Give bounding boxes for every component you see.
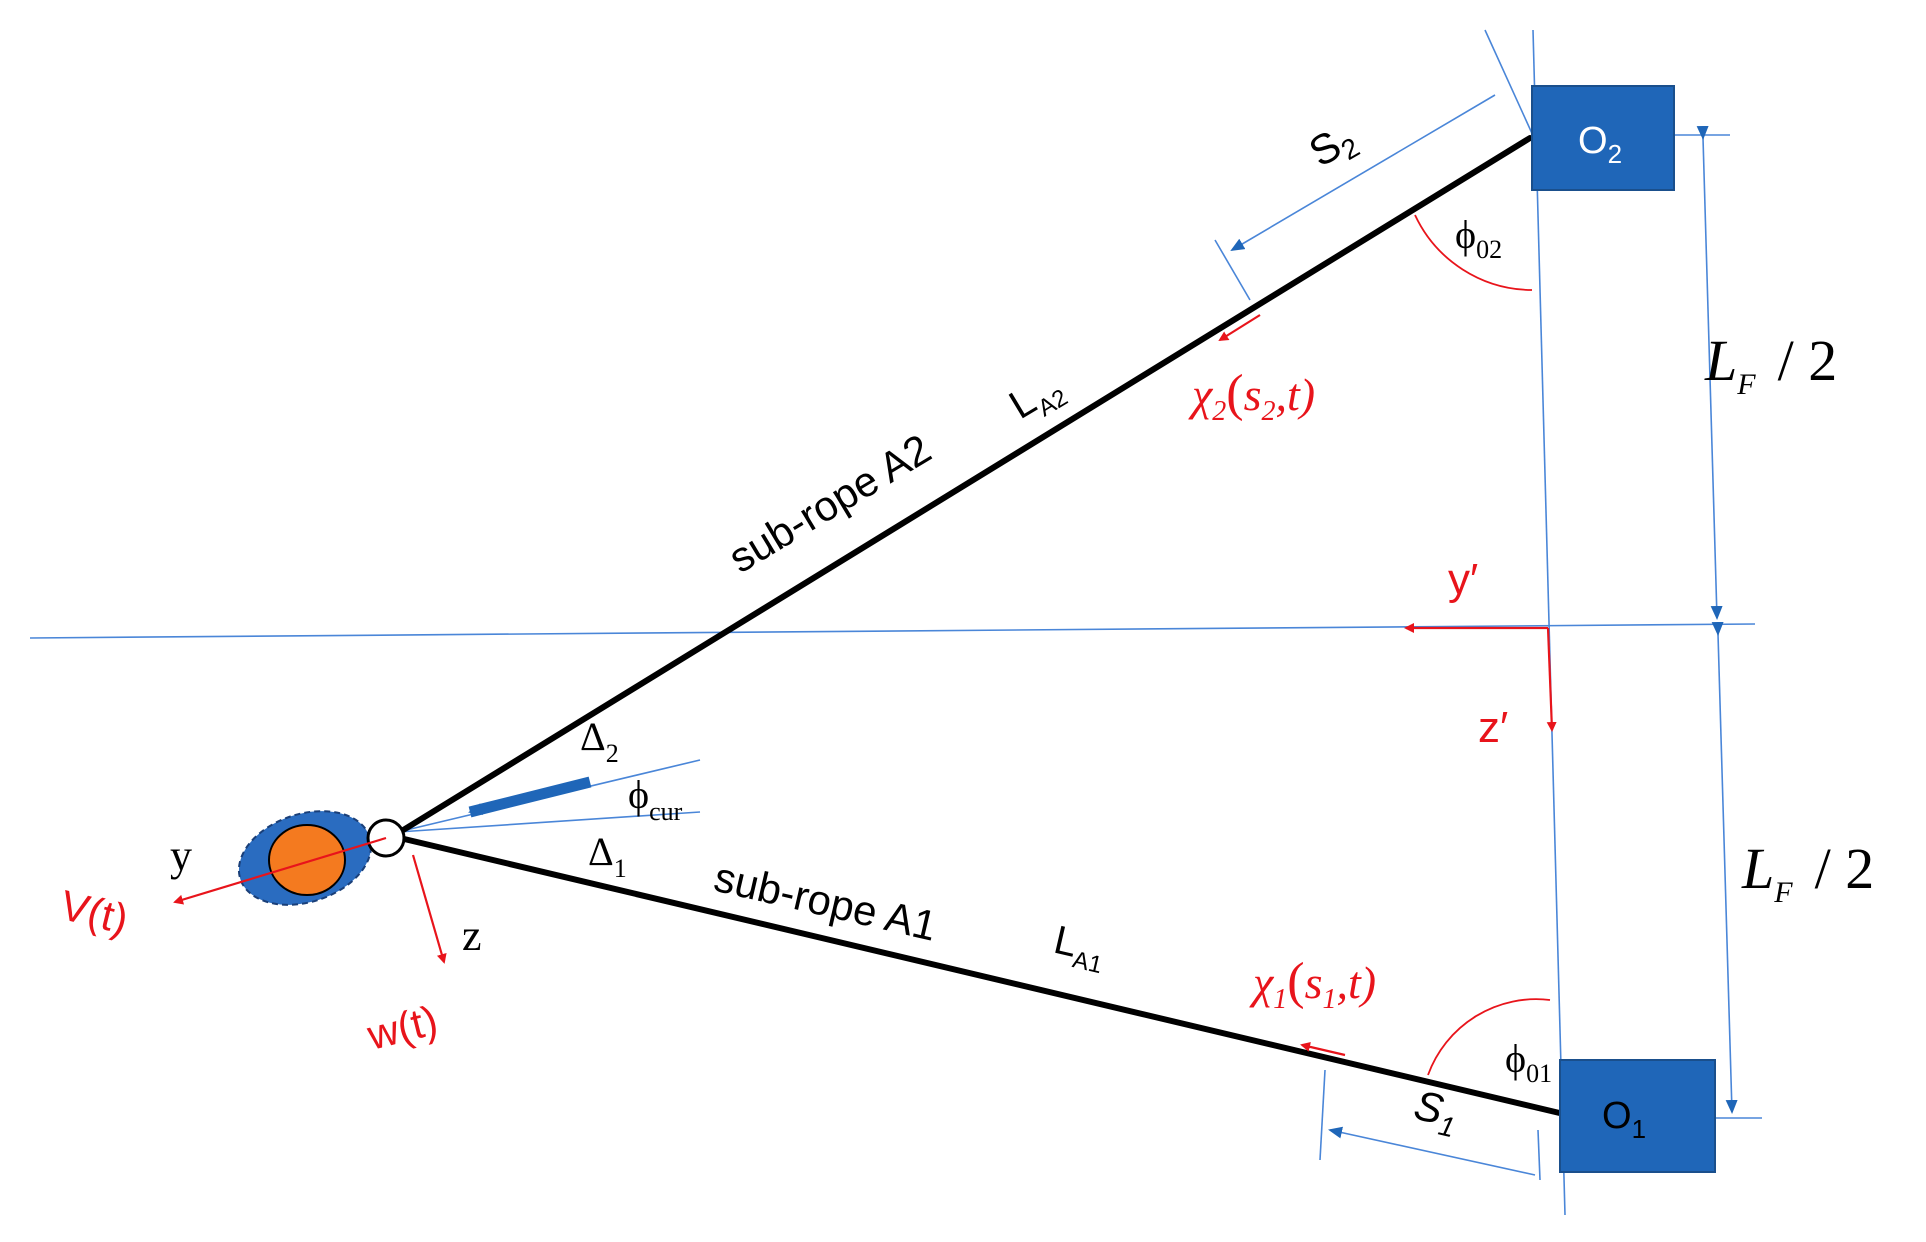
svg-text:ϕ01: ϕ01 <box>1505 1036 1552 1088</box>
delta2-subscript: 2 <box>606 739 619 768</box>
chi1-arg-subscript: 1 <box>1322 984 1336 1015</box>
lf-lower-label: L <box>1741 836 1774 901</box>
lf-lower-dimension-line <box>1711 621 1738 1114</box>
s1-end-tick <box>1537 1129 1541 1181</box>
w-label: w(t) <box>362 996 442 1059</box>
sub-rope-a1-line <box>397 835 1571 1118</box>
s1-subscript: 1 <box>1436 1110 1458 1144</box>
svg-text:ϕcur: ϕcur <box>628 772 683 826</box>
z-label: z <box>462 911 482 960</box>
anchor-o2: O2 <box>1531 85 1675 191</box>
phi02-subscript: 02 <box>1476 235 1502 264</box>
anchor-o2-label: O <box>1578 120 1608 162</box>
svg-text:LF/ 2: LF / 2 <box>1704 328 1837 401</box>
anchor-o2-subscript: 2 <box>1608 139 1622 169</box>
sub-rope-a1-label: sub-rope A1 <box>710 853 941 950</box>
y-label: y <box>170 831 192 880</box>
chi2-subscript: 2 <box>1212 396 1226 427</box>
phi02-label: ϕ <box>1455 212 1476 257</box>
svg-text:LA1: LA1 <box>1048 918 1110 979</box>
z-prime-label: z′ <box>1478 703 1508 752</box>
phicur-label: ϕ <box>628 772 649 817</box>
svg-text:ϕ02: ϕ02 <box>1455 212 1502 264</box>
delta2-label: Δ <box>580 714 606 759</box>
svg-text:S2: S2 <box>1301 113 1365 180</box>
vertical-reference-line <box>1532 29 1566 1216</box>
chi1-rest: ,t) <box>1336 957 1376 1008</box>
lf-upper-dimension-line <box>1696 125 1723 620</box>
chi2-arg: s <box>1244 369 1262 420</box>
chi2-symbol: χ <box>1188 369 1214 420</box>
lf-lower-subscript: F <box>1773 876 1793 909</box>
anchor-o1-box <box>1559 1059 1716 1173</box>
length-a1-subscript: A1 <box>1070 946 1105 979</box>
svg-text:χ2(s2,t): χ2(s2,t) <box>1188 365 1315 427</box>
lf-upper-label: L <box>1704 328 1737 393</box>
s2-end-tick <box>1214 239 1251 301</box>
delta1-label: Δ <box>588 829 614 874</box>
o2-top-tick <box>1484 29 1536 141</box>
v-label: V(t) <box>56 881 133 943</box>
phicur-guide-lower <box>397 811 701 833</box>
phi01-subscript: 01 <box>1526 1059 1552 1088</box>
chi1-subscript: 1 <box>1273 984 1287 1015</box>
delta1-subscript: 1 <box>614 854 627 883</box>
chi2-arrow <box>1218 314 1261 342</box>
svg-text:Δ2: Δ2 <box>580 714 619 768</box>
angle-arcs <box>1414 214 1551 1076</box>
anchor-o1: O1 <box>1559 1059 1716 1173</box>
current-direction-arrow <box>468 776 592 818</box>
phi02-arc <box>1414 214 1533 291</box>
sub-rope-a2-label: sub-rope A2 <box>720 425 938 582</box>
svg-text:LF/ 2: LF / 2 <box>1741 836 1874 909</box>
phi01-label: ϕ <box>1505 1036 1526 1081</box>
svg-text:O2: O2 <box>1578 120 1622 169</box>
y-prime-label: y′ <box>1448 555 1478 604</box>
anchor-o1-subscript: 1 <box>1632 1114 1646 1144</box>
anchor-o1-label: O <box>1602 1095 1632 1137</box>
chi2-open: ( <box>1226 365 1243 422</box>
red-arrows <box>173 314 1557 1057</box>
svg-text:O1: O1 <box>1602 1095 1646 1144</box>
w-arrow <box>411 854 447 964</box>
anchor-o2-box <box>1531 85 1675 191</box>
horizontal-centerline <box>29 623 1756 639</box>
phi01-arc <box>1427 998 1551 1076</box>
guide-lines <box>29 29 1762 1216</box>
s1-start-tick <box>1319 1069 1326 1161</box>
svg-text:Δ1: Δ1 <box>588 829 627 883</box>
lf-upper-rest: / 2 <box>1778 328 1838 393</box>
phicur-subscript: cur <box>649 797 683 826</box>
v-arrow <box>173 836 387 905</box>
s1-dimension-line <box>1328 1126 1536 1176</box>
s2-dimension-line <box>1230 94 1496 252</box>
chi2-rest: ,t) <box>1275 369 1315 420</box>
chi1-arg: s <box>1305 957 1323 1008</box>
chi2-arg-subscript: 2 <box>1261 396 1275 427</box>
chi1-symbol: χ <box>1249 957 1275 1008</box>
chi1-arrow <box>1300 1041 1346 1057</box>
lf-lower-rest: / 2 <box>1815 836 1875 901</box>
lf-upper-subscript: F <box>1736 368 1756 401</box>
svg-text:χ1(s1,t): χ1(s1,t) <box>1249 953 1376 1015</box>
z-prime-arrow <box>1546 627 1557 732</box>
towed-body-core <box>268 824 346 896</box>
ropes <box>397 135 1571 1118</box>
sub-rope-a2-line <box>397 135 1533 835</box>
towed-body <box>237 810 406 906</box>
chi1-open: ( <box>1287 953 1304 1010</box>
